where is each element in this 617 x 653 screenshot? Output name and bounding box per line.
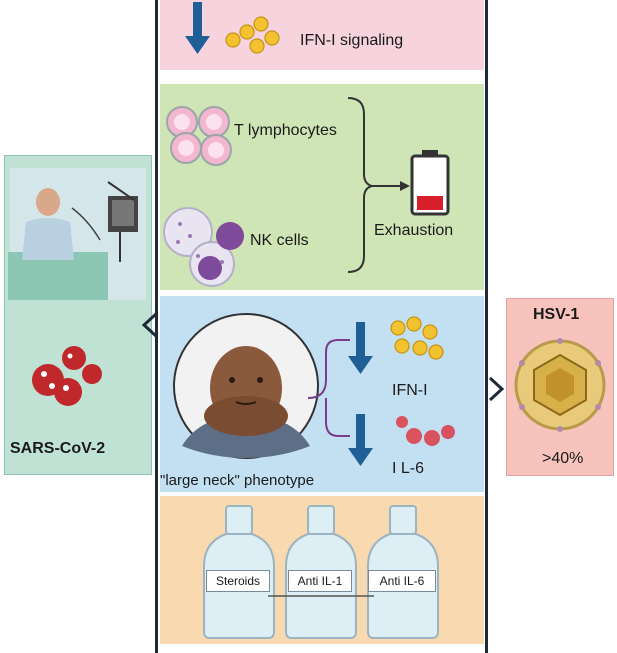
- ifn-signaling-graphics: [185, 2, 280, 54]
- left-pointer-icon: [141, 312, 158, 338]
- down-arrow-icon: [185, 2, 210, 54]
- ifn-particles-icon: [390, 316, 444, 360]
- exhaustion-label: Exhaustion: [374, 222, 454, 239]
- patient-face-icon: [173, 313, 319, 459]
- center-column-left-line: [155, 0, 158, 653]
- sars-cov-2-graphics: [8, 168, 146, 406]
- steroids-label: Steroids: [206, 570, 270, 592]
- battery-icon: [410, 150, 450, 216]
- ifn-down-arrow-icon: [348, 322, 373, 374]
- right-pointer-icon: [488, 376, 505, 402]
- anti-il1-label: Anti IL-1: [288, 570, 352, 592]
- il6-down-arrow-icon: [348, 414, 373, 466]
- ifn-signaling-panel: [160, 0, 484, 70]
- bracket-icon: [347, 97, 373, 273]
- ifn-particles-icon: [225, 16, 280, 54]
- sars-cov-2-label: SARS-CoV-2: [10, 440, 106, 457]
- t-lymphocytes-icon: [166, 106, 232, 166]
- t-lymphocytes-label: T lymphocytes: [234, 122, 337, 139]
- branch-bracket-icon: [307, 339, 350, 437]
- hospital-bed-icon: [8, 168, 146, 300]
- nk-cells-label: NK cells: [250, 232, 309, 249]
- phenotype-label: "large neck" phenotype: [160, 472, 315, 489]
- hsv-1-percent: >40%: [542, 450, 584, 467]
- il6-label: I L-6: [392, 460, 425, 477]
- center-column-right-line: [485, 0, 488, 653]
- anti-il6-label: Anti IL-6: [368, 570, 436, 592]
- ifn-label: IFN-I: [392, 382, 428, 399]
- hsv-1-label: HSV-1: [533, 306, 580, 323]
- ventilator-icon: [107, 181, 138, 262]
- virus-particles-icon: [32, 346, 102, 406]
- hsv-1-virion-icon: [514, 338, 606, 432]
- nk-cells-icon: [163, 207, 244, 287]
- large-neck-graphics: [173, 313, 455, 466]
- ifn-signaling-label: IFN-I signaling: [300, 32, 404, 49]
- lymphocytes-graphics: [163, 97, 450, 287]
- il6-particles-icon: [396, 416, 455, 446]
